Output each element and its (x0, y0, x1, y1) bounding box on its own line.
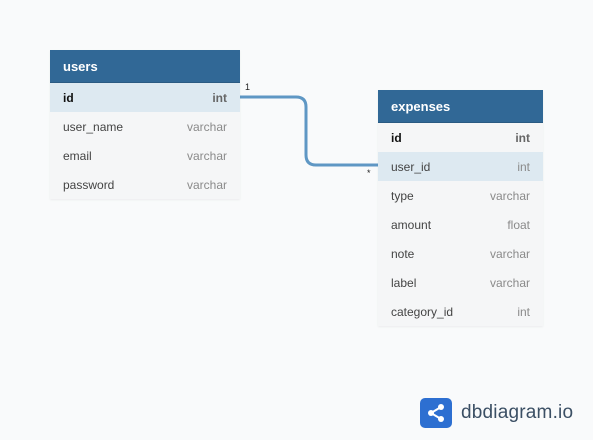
share-graph-icon (420, 398, 452, 428)
field-type: int (515, 130, 530, 145)
field-name: id (63, 90, 74, 105)
field-name: note (391, 246, 415, 261)
expenses-field-amount[interactable]: amount float (378, 210, 543, 239)
field-name: password (63, 177, 115, 192)
field-name: user_id (391, 159, 431, 174)
brand-logo-link[interactable]: dbdiagram.io (420, 398, 573, 428)
users-field-email[interactable]: email varchar (50, 141, 240, 170)
field-name: user_name (63, 119, 124, 134)
field-name: label (391, 275, 417, 290)
users-table[interactable]: users id int user_name varchar email var… (50, 50, 240, 199)
expenses-field-type[interactable]: type varchar (378, 181, 543, 210)
expenses-field-label[interactable]: label varchar (378, 268, 543, 297)
cardinality-many-label: * (367, 168, 371, 178)
field-name: amount (391, 217, 432, 232)
expenses-field-id[interactable]: id int (378, 123, 543, 152)
expenses-field-category-id[interactable]: category_id int (378, 297, 543, 326)
field-type: float (507, 217, 530, 232)
field-type: varchar (186, 177, 227, 192)
expenses-field-user-id[interactable]: user_id int (378, 152, 543, 181)
field-name: id (391, 130, 402, 145)
field-type: varchar (186, 148, 227, 163)
expenses-field-note[interactable]: note varchar (378, 239, 543, 268)
users-field-password[interactable]: password varchar (50, 170, 240, 199)
users-field-id[interactable]: id int (50, 83, 240, 112)
field-type: int (517, 304, 530, 319)
field-type: varchar (186, 119, 227, 134)
brand-name: dbdiagram.io (461, 402, 574, 423)
field-type: varchar (489, 275, 530, 290)
field-name: email (63, 148, 92, 163)
field-type: int (517, 159, 530, 174)
field-type: varchar (489, 188, 530, 203)
field-type: int (212, 90, 227, 105)
users-table-header[interactable]: users (50, 50, 240, 83)
field-name: category_id (391, 304, 454, 319)
expenses-table-header[interactable]: expenses (378, 90, 543, 123)
expenses-table[interactable]: expenses id int user_id int type varchar… (378, 90, 543, 326)
field-type: varchar (489, 246, 530, 261)
field-name: type (391, 188, 414, 203)
cardinality-one-label: 1 (245, 82, 250, 92)
users-field-user-name[interactable]: user_name varchar (50, 112, 240, 141)
